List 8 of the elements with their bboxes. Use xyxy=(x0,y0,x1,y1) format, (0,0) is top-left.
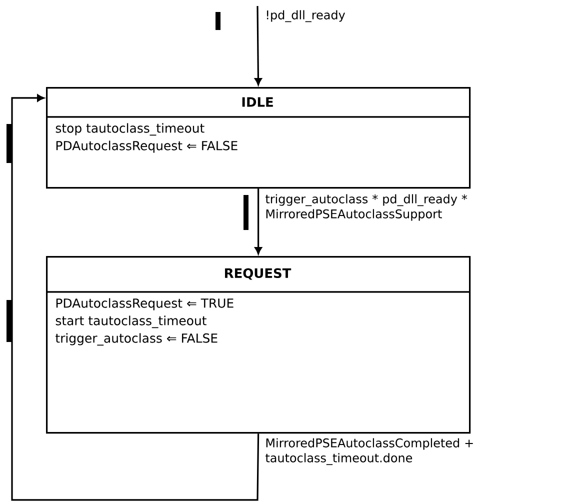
state-box: IDLE stop tautoclass_timeout PDAutoclassRequest ⇐ FALSE xyxy=(46,87,471,189)
arrow xyxy=(254,6,262,86)
edge-label: trigger_autoclass * pd_dll_ready * MirroredPSEAutoclassSupport xyxy=(266,194,468,221)
edge-label: MirroredPSEAutoclassCompleted + tautoclass_timeout.done xyxy=(266,438,473,466)
state-box: REQUEST PDAutoclassRequest ⇐ TRUE start tautoclass_timeout trigger_autoclass ⇐ FALSE xyxy=(46,256,471,434)
edge-label: !pd_dll_ready xyxy=(267,10,346,22)
arrow xyxy=(11,94,260,501)
arrow xyxy=(254,188,262,254)
